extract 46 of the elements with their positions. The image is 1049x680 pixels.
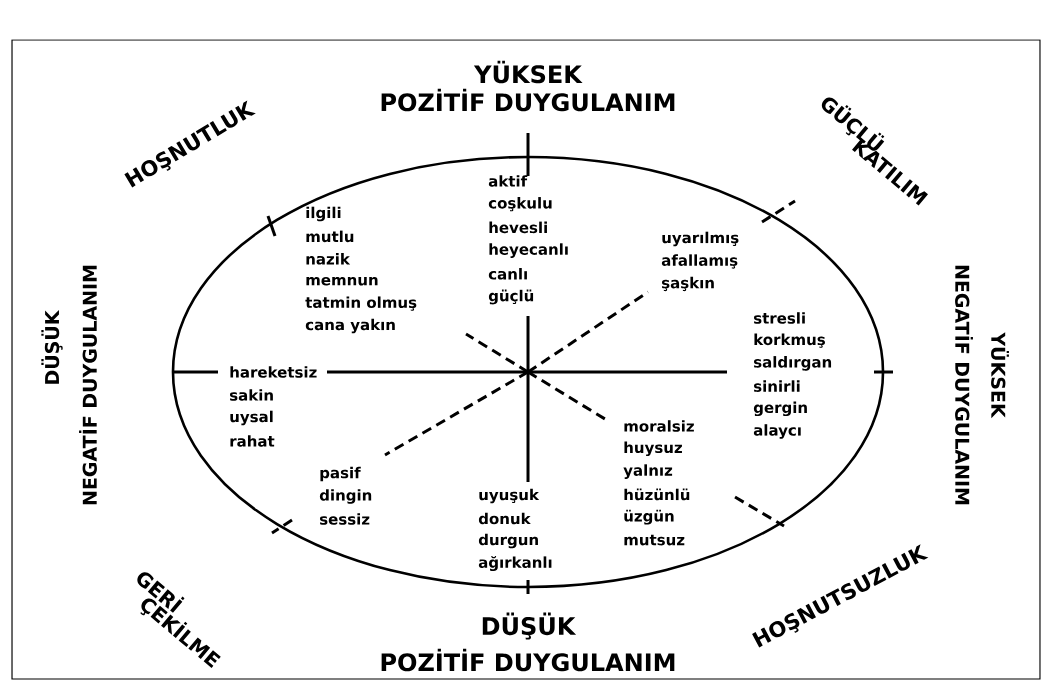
emotion-word: mutsuz: [624, 534, 685, 546]
emotion-word: donuk: [478, 512, 531, 525]
emotion-word: hareketsiz: [230, 366, 317, 378]
emotion-word: sessiz: [319, 513, 370, 525]
emotion-word: üzgün: [624, 509, 674, 525]
emotion-word: memnun: [306, 276, 378, 286]
axis-label: DÜŞÜK: [482, 612, 577, 640]
emotion-word: dingin: [319, 489, 372, 504]
axis-label: POZİTİF DUYGULANIM: [381, 88, 675, 112]
emotion-word: gergin: [753, 401, 807, 417]
emotion-word: durgun: [478, 533, 538, 549]
emotion-word: uysal: [230, 410, 273, 426]
axis-label: DÜŞÜK: [41, 309, 63, 384]
axis-label: YÜKSEK: [991, 332, 1009, 419]
axis-label: YÜKSEK: [473, 60, 583, 84]
emotion-word: afallamış: [661, 254, 738, 269]
emotion-word: tatmin olmuş: [305, 296, 417, 311]
emotion-word: yalnız: [623, 464, 673, 479]
axis-label: POZİTİF DUYGULANIM: [381, 648, 675, 672]
emotion-word: sinirli: [754, 380, 800, 392]
emotion-word: sakin: [229, 389, 273, 401]
emotion-word: uyuşuk: [479, 488, 540, 504]
emotion-word: korkmuş: [754, 333, 825, 348]
emotion-word: stresli: [754, 312, 805, 324]
emotion-word: hüzünlü: [624, 488, 690, 501]
emotion-word: pasif: [320, 466, 361, 482]
emotion-word: aktif: [488, 175, 528, 187]
axis-label: NEGATİF DUYGULANIM: [955, 265, 973, 505]
emotion-word: hevesli: [489, 221, 547, 234]
emotion-word: alaycı: [753, 424, 801, 439]
emotion-word: rahat: [230, 435, 275, 447]
emotion-word: uyarılmış: [662, 231, 739, 247]
emotion-word: güçlü: [488, 289, 534, 305]
emotion-word: mutlu: [306, 230, 354, 243]
emotion-word: canlı: [488, 268, 527, 280]
emotion-word: huysuz: [624, 441, 682, 457]
emotion-word: heyecanlı: [489, 243, 568, 258]
emotion-word: nazik: [306, 253, 351, 265]
emotion-word: cana yakın: [305, 318, 395, 334]
emotion-word: moralsiz: [624, 420, 694, 432]
emotion-word: saldırgan: [754, 356, 832, 371]
axis-label: NEGATİF DUYGULANIM: [79, 265, 97, 505]
emotion-word: şaşkın: [662, 276, 714, 292]
emotion-word: ilgili: [306, 206, 341, 222]
emotion-word: coşkulu: [488, 197, 552, 212]
emotion-word: ağırkanlı: [478, 556, 552, 571]
